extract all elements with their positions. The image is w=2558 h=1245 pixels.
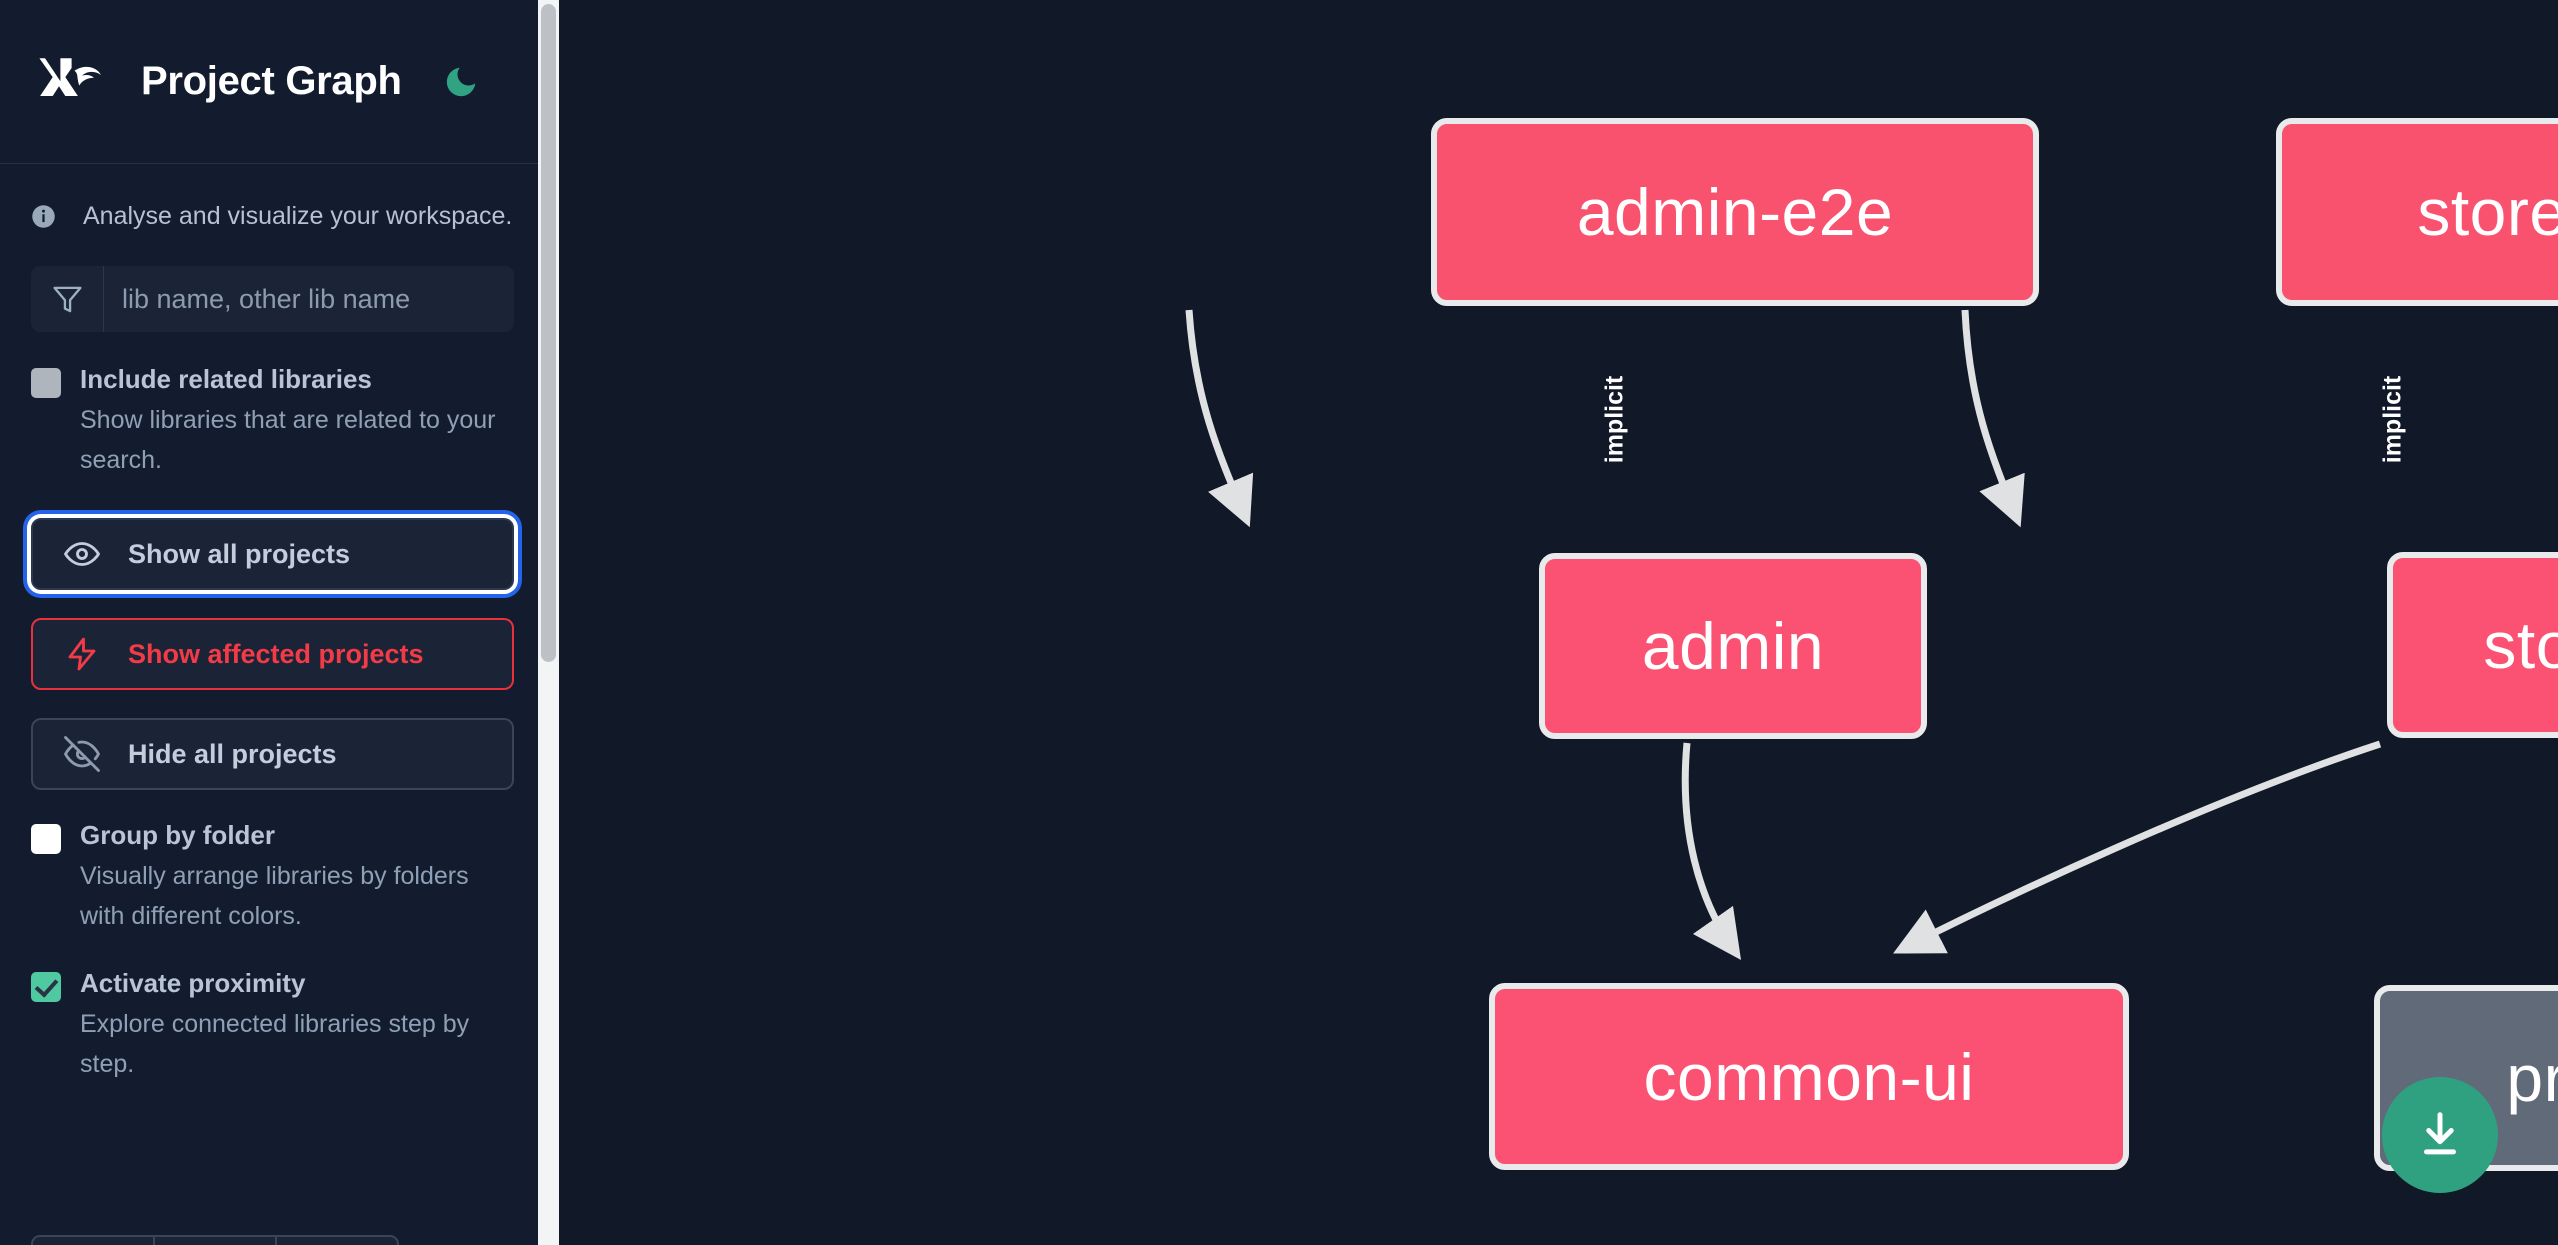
include-related-libraries-label: Include related libraries: [80, 364, 372, 394]
group-by-folder-description: Visually arrange libraries by folders wi…: [80, 862, 469, 930]
show-affected-projects-label: Show affected projects: [128, 638, 424, 669]
hide-all-projects-label: Hide all projects: [128, 738, 337, 769]
sidebar-header: Project Graph: [0, 0, 545, 164]
sidebar-scrollbar-thumb[interactable]: [541, 4, 556, 662]
filter-row: [31, 266, 514, 332]
sidebar-scrollbar[interactable]: [538, 0, 559, 1245]
info-icon: [30, 203, 57, 230]
proximity-segmented-control[interactable]: [31, 1235, 399, 1245]
lightning-icon: [62, 634, 102, 674]
edge-store-to-common-ui: [1893, 740, 2382, 954]
edge-label-implicit-store: implicit: [2378, 375, 2407, 464]
graph-canvas[interactable]: admin-e2e store-e2e admin store common-u…: [559, 0, 2558, 1245]
edge-admin-e2e-to-admin: [1185, 309, 1254, 528]
activate-proximity-checkbox[interactable]: [31, 972, 61, 1002]
node-label: admin: [1641, 609, 1825, 683]
graph-node-admin-e2e[interactable]: admin-e2e: [1431, 118, 2039, 306]
edge-store-e2e-to-store: [1961, 309, 2025, 528]
include-related-libraries-description: Show libraries that are related to your …: [80, 406, 496, 474]
visibility-button-group: Show all projects Show affected projects: [31, 518, 514, 790]
group-by-folder-checkbox[interactable]: [31, 824, 61, 854]
node-label: store-e2e: [2417, 175, 2558, 249]
graph-node-store-e2e[interactable]: store-e2e: [2276, 118, 2558, 306]
node-label: products: [2506, 1041, 2558, 1115]
activate-proximity-description: Explore connected libraries step by step…: [80, 1010, 470, 1078]
graph-node-admin[interactable]: admin: [1539, 553, 1927, 739]
segment-3[interactable]: [277, 1237, 397, 1245]
show-all-projects-label: Show all projects: [128, 538, 351, 569]
checkbox-group-by-folder[interactable]: Group by folder Visually arrange librari…: [31, 818, 514, 936]
activate-proximity-label: Activate proximity: [80, 968, 306, 998]
graph-node-store[interactable]: store: [2387, 552, 2558, 738]
group-by-folder-label: Group by folder: [80, 820, 275, 850]
graph-node-common-ui[interactable]: common-ui: [1489, 983, 2129, 1170]
hide-all-projects-button[interactable]: Hide all projects: [31, 718, 514, 790]
workspace-info: Analyse and visualize your workspace.: [0, 172, 545, 260]
download-button[interactable]: [2382, 1077, 2498, 1193]
checkbox-include-related-libraries[interactable]: Include related libraries Show libraries…: [31, 362, 514, 480]
include-related-libraries-checkbox[interactable]: [31, 368, 61, 398]
node-label: common-ui: [1643, 1039, 1975, 1114]
nx-logo-icon: [31, 54, 115, 110]
eye-icon: [62, 534, 102, 574]
segment-2[interactable]: [155, 1237, 277, 1245]
show-affected-projects-button[interactable]: Show affected projects: [31, 618, 514, 690]
page-title: Project Graph: [141, 59, 402, 103]
checkbox-activate-proximity[interactable]: Activate proximity Explore connected lib…: [31, 966, 514, 1084]
edge-label-implicit-admin: implicit: [1600, 375, 1629, 464]
show-all-projects-button[interactable]: Show all projects: [31, 518, 514, 590]
node-label: admin-e2e: [1576, 175, 1894, 249]
eye-off-icon: [62, 734, 102, 774]
sidebar: Project Graph Analyse and visualize your…: [0, 0, 559, 1245]
moon-icon[interactable]: [440, 61, 482, 103]
graph-edges: [1185, 309, 2382, 961]
funnel-icon: [31, 266, 104, 332]
node-label: store: [2483, 608, 2558, 682]
search-input[interactable]: [104, 266, 514, 332]
edge-admin-to-common-ui: [1681, 742, 1742, 961]
segment-1[interactable]: [33, 1237, 155, 1245]
workspace-info-text: Analyse and visualize your workspace.: [83, 201, 513, 230]
